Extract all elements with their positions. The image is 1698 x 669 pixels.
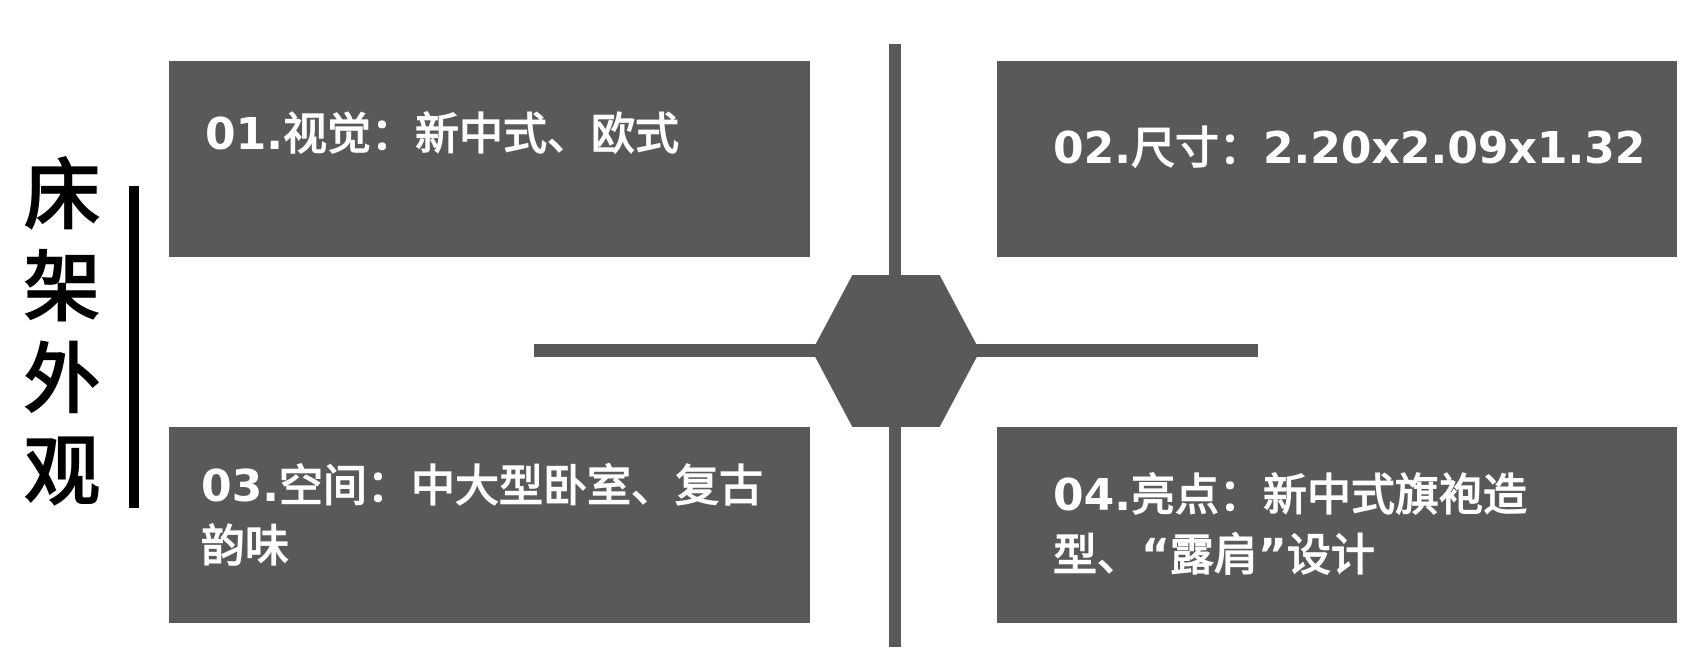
- vertical-title: 床 架 外 观: [12, 150, 112, 518]
- feature-box-visual: 01.视觉：新中式、欧式: [169, 61, 810, 257]
- title-divider-bar: [129, 186, 139, 508]
- feature-text-size: 02.尺寸：2.20x2.09x1.32: [1053, 123, 1646, 174]
- feature-text-space: 03.空间：中大型卧室、复古韵味: [201, 461, 763, 572]
- feature-text-highlight: 04.亮点：新中式旗袍造型、“露肩”设计: [1053, 470, 1527, 581]
- feature-box-highlight: 04.亮点：新中式旗袍造型、“露肩”设计: [997, 427, 1677, 623]
- feature-box-space: 03.空间：中大型卧室、复古韵味: [169, 427, 810, 623]
- title-char-4: 观: [24, 427, 100, 516]
- title-char-1: 床: [24, 151, 100, 240]
- feature-box-size: 02.尺寸：2.20x2.09x1.32: [997, 61, 1677, 257]
- title-char-2: 架: [24, 243, 100, 332]
- center-hexagon: [812, 275, 980, 427]
- feature-text-visual: 01.视觉：新中式、欧式: [205, 109, 679, 160]
- title-char-3: 外: [24, 335, 100, 424]
